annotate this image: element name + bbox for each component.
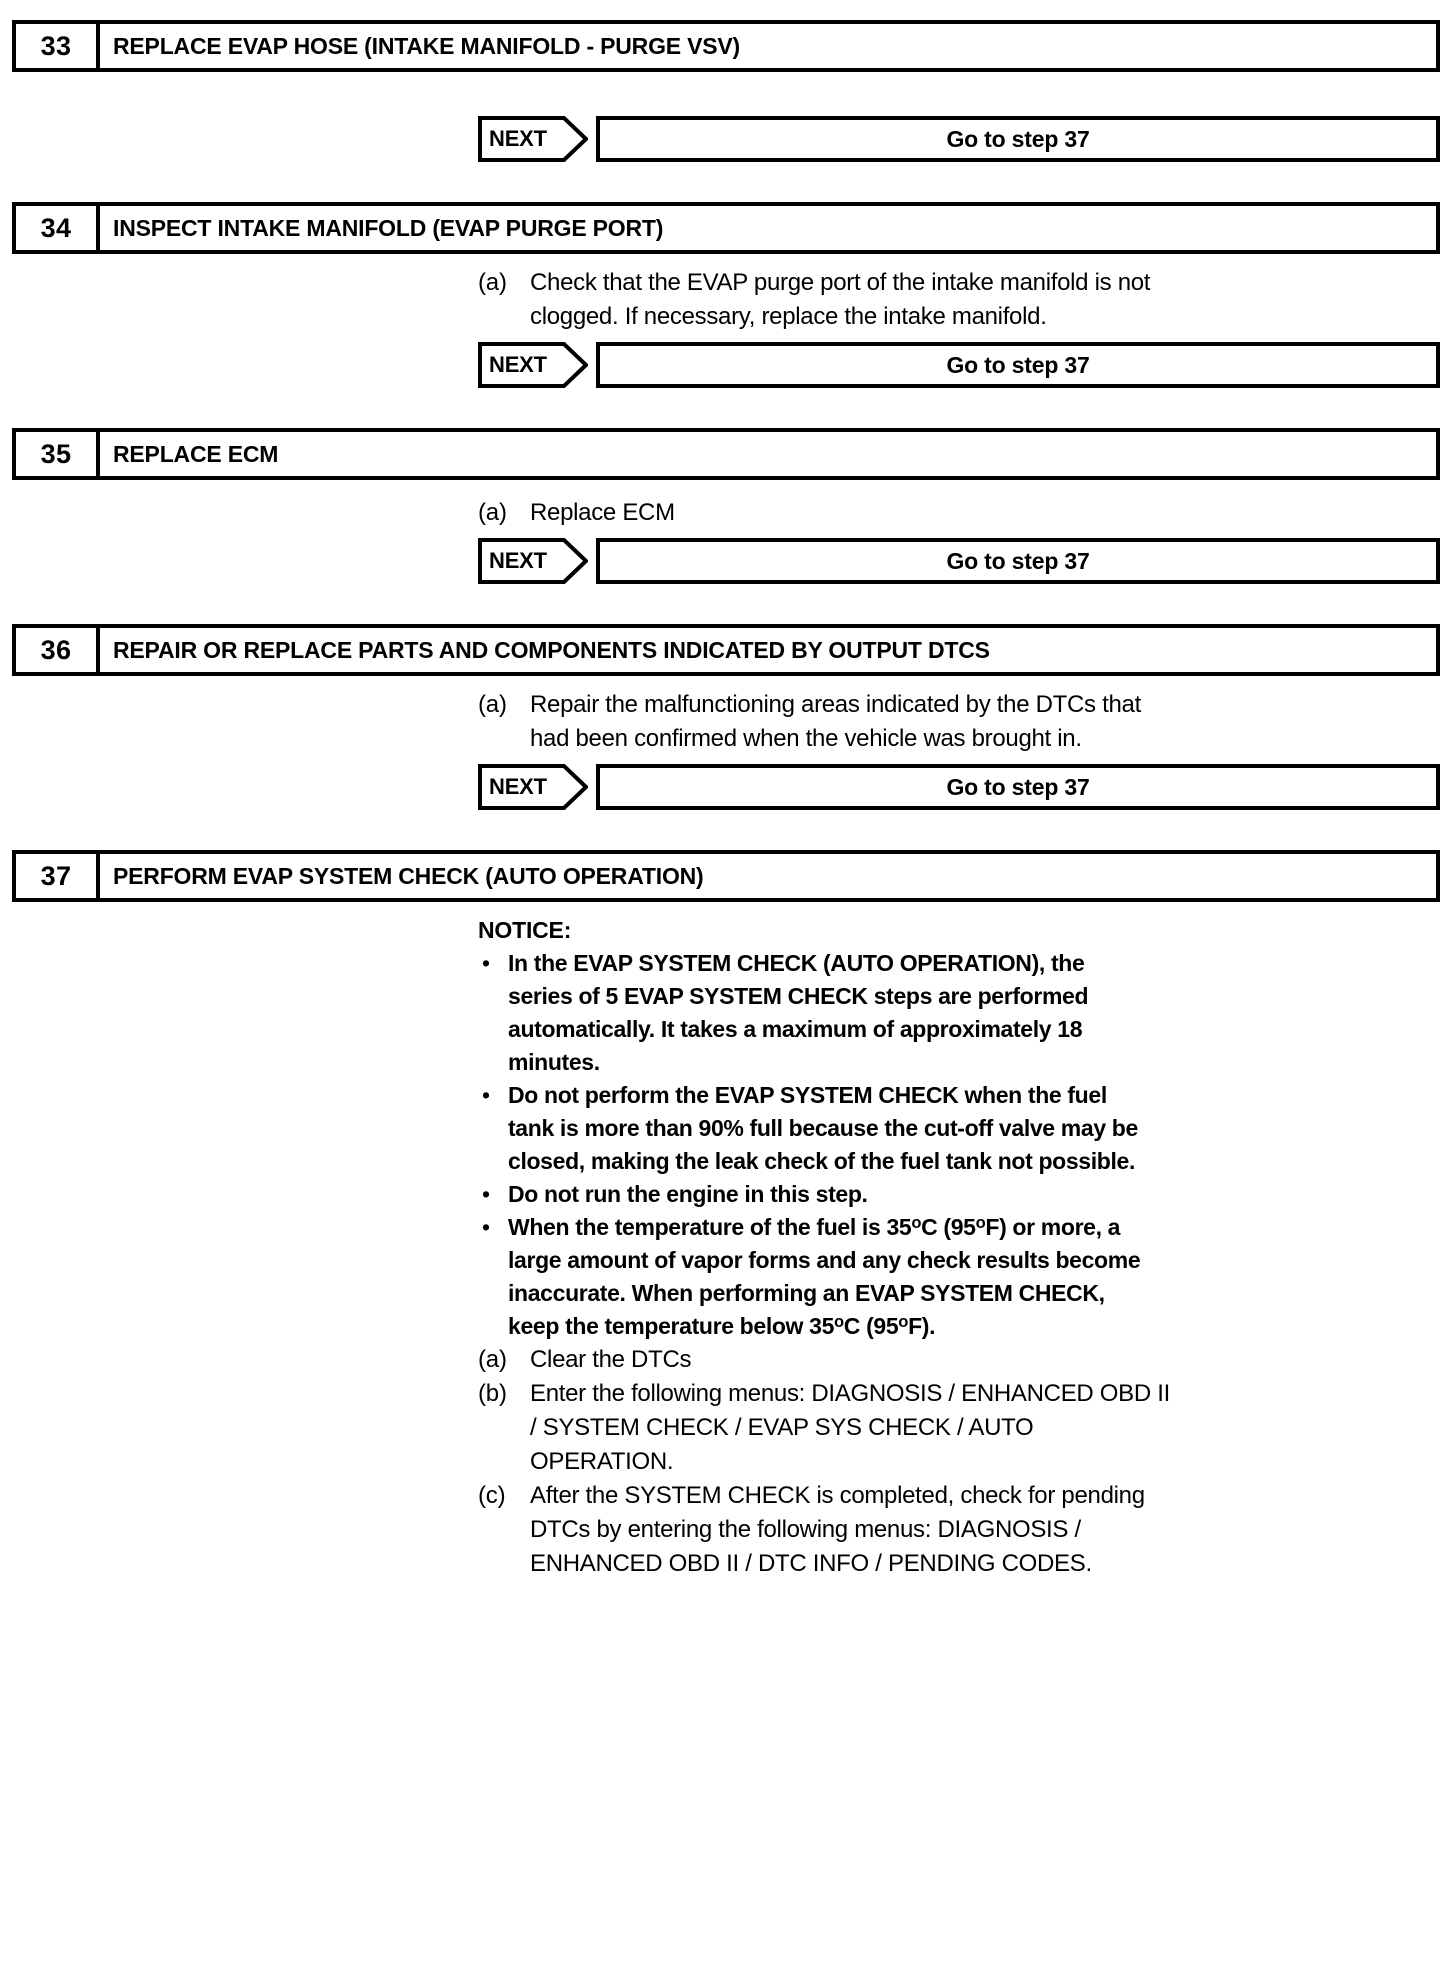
procedure-list-37: (a) Clear the DTCs (b) Enter the followi… [0,1343,1456,1581]
procedure-text: Clear the DTCs [530,1346,692,1373]
step-header-33: 33 REPLACE EVAP HOSE (INTAKE MANIFOLD - … [12,20,1440,72]
spacer [0,162,1456,202]
procedure-list-35: (a) Replace ECM [0,496,1456,530]
step-body-35: (a) Replace ECM NEXT Go to step 37 [0,480,1456,584]
spacer [0,480,1456,496]
next-row-33: NEXT Go to step 37 [478,116,1440,162]
procedure-label: (a) [478,499,507,526]
step-number: 35 [16,432,100,476]
step-number: 36 [16,628,100,672]
step-title: REPAIR OR REPLACE PARTS AND COMPONENTS I… [113,636,990,663]
step-title: REPLACE EVAP HOSE (INTAKE MANIFOLD - PUR… [113,32,740,59]
spacer [0,902,1456,914]
bullet-icon: • [482,1214,491,1240]
step-header-35: 35 REPLACE ECM [12,428,1440,480]
notice-bullet-text: Do not perform the EVAP SYSTEM CHECK whe… [508,1082,1138,1174]
notice-title: NOTICE: [478,917,572,943]
next-badge[interactable]: NEXT [478,116,588,162]
list-item: (a) Clear the DTCs [478,1343,1440,1377]
bullet-icon: • [482,950,491,976]
bullet-icon: • [482,1181,491,1207]
procedure-text: Check that the EVAP purge port of the in… [530,269,1151,330]
next-row-35: NEXT Go to step 37 [478,538,1440,584]
spacer [0,584,1456,624]
procedure-text: After the SYSTEM CHECK is completed, che… [530,1482,1145,1577]
step-header-34: 34 INSPECT INTAKE MANIFOLD (EVAP PURGE P… [12,202,1440,254]
notice-bullet-text: Do not run the engine in this step. [508,1181,868,1207]
list-item: • In the EVAP SYSTEM CHECK (AUTO OPERATI… [478,947,1150,1079]
list-item: • Do not run the engine in this step. [478,1178,1150,1211]
procedure-list-36: (a) Repair the malfunctioning areas indi… [0,688,1456,756]
step-title: REPLACE ECM [113,440,279,467]
next-badge[interactable]: NEXT [478,342,588,388]
next-label: NEXT [489,774,547,799]
step-number: 33 [16,24,100,68]
spacer [0,254,1456,266]
procedure-label: (a) [478,691,507,718]
notice-bullet-text: When the temperature of the fuel is 35oC… [508,1213,1141,1339]
procedure-label: (a) [478,269,507,296]
spacer [0,72,1456,116]
goto-box[interactable]: Go to step 37 [596,538,1440,584]
list-item: (a) Replace ECM [478,496,1440,530]
spacer [0,676,1456,688]
spacer [0,810,1456,850]
notice-block: NOTICE: • In the EVAP SYSTEM CHECK (AUTO… [478,914,1150,1343]
notice-bullet-text: In the EVAP SYSTEM CHECK (AUTO OPERATION… [508,950,1089,1075]
step-number: 34 [16,206,100,250]
list-item: (a) Check that the EVAP purge port of th… [478,266,1440,334]
step-body-34: (a) Check that the EVAP purge port of th… [0,254,1456,388]
spacer [0,388,1456,428]
list-item: (c) After the SYSTEM CHECK is completed,… [478,1479,1440,1581]
step-body-37: NOTICE: • In the EVAP SYSTEM CHECK (AUTO… [0,902,1456,1581]
spacer [0,756,1456,764]
step-header-37: 37 PERFORM EVAP SYSTEM CHECK (AUTO OPERA… [12,850,1440,902]
next-badge[interactable]: NEXT [478,764,588,810]
list-item: • Do not perform the EVAP SYSTEM CHECK w… [478,1079,1150,1178]
procedure-label: (c) [478,1482,506,1509]
next-label: NEXT [489,126,547,151]
list-item: • When the temperature of the fuel is 35… [478,1211,1150,1343]
step-title: PERFORM EVAP SYSTEM CHECK (AUTO OPERATIO… [113,862,704,889]
list-item: (b) Enter the following menus: DIAGNOSIS… [478,1377,1440,1479]
list-item: (a) Repair the malfunctioning areas indi… [478,688,1440,756]
step-body-36: (a) Repair the malfunctioning areas indi… [0,676,1456,810]
spacer [0,334,1456,342]
next-row-36: NEXT Go to step 37 [478,764,1440,810]
step-number: 37 [16,854,100,898]
goto-box[interactable]: Go to step 37 [596,764,1440,810]
step-header-36: 36 REPAIR OR REPLACE PARTS AND COMPONENT… [12,624,1440,676]
goto-box[interactable]: Go to step 37 [596,116,1440,162]
procedure-text: Replace ECM [530,499,675,526]
next-row-34: NEXT Go to step 37 [478,342,1440,388]
procedure-label: (a) [478,1346,507,1373]
procedure-text: Repair the malfunctioning areas indicate… [530,691,1141,752]
spacer [0,530,1456,538]
bullet-icon: • [482,1082,491,1108]
next-badge[interactable]: NEXT [478,538,588,584]
procedure-text: Enter the following menus: DIAGNOSIS / E… [530,1380,1171,1475]
spacer [0,0,1456,20]
step-body-33: NEXT Go to step 37 [0,72,1456,162]
procedure-list-34: (a) Check that the EVAP purge port of th… [0,266,1456,334]
next-label: NEXT [489,548,547,573]
next-label: NEXT [489,352,547,377]
step-title: INSPECT INTAKE MANIFOLD (EVAP PURGE PORT… [113,214,664,241]
notice-bullet-list: • In the EVAP SYSTEM CHECK (AUTO OPERATI… [478,947,1150,1343]
goto-box[interactable]: Go to step 37 [596,342,1440,388]
procedure-label: (b) [478,1380,507,1407]
